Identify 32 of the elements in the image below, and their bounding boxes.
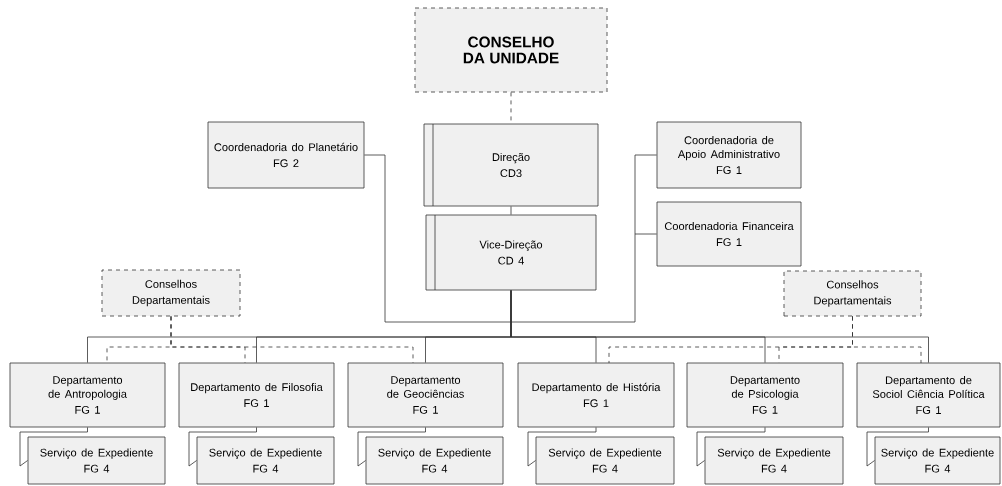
unit-box: Departamento de Filosofia FG 1 — [178, 362, 335, 428]
connector-line — [510, 206, 512, 215]
connector-line — [19, 427, 88, 467]
council-box: CONSELHO DA UNIDADE — [414, 7, 608, 93]
council-box: Conselhos Departamentais — [783, 270, 922, 317]
dashed-connector — [852, 316, 922, 364]
connector-line — [527, 427, 597, 467]
unit-box: Serviço de Expediente FG 4 — [196, 436, 335, 485]
unit-box: Departamento de Geociências FG 1 — [347, 362, 504, 428]
unit-box: Coordenadoria Financeira FG 1 — [656, 201, 802, 267]
council-box: Conselhos Departamentais — [101, 269, 241, 317]
unit-box: Serviço de Expediente FG 4 — [365, 436, 504, 485]
connector-line — [357, 427, 426, 467]
connector-line — [188, 427, 257, 467]
dashed-connector — [510, 92, 512, 124]
unit-box: Departamento de Psicologia FG 1 — [686, 362, 844, 428]
unit-box: Coordenadoria de Apoio Administrativo FG 1 — [656, 121, 802, 189]
connector-line — [696, 427, 766, 467]
direction-box: Direção CD3 — [423, 123, 599, 207]
connector-line — [364, 154, 657, 323]
unit-box: Serviço de Expediente FG 4 — [27, 436, 166, 485]
dashed-connector — [170, 316, 414, 364]
unit-box: Departamento de Antropologia FG 1 — [9, 362, 166, 428]
unit-box: Serviço de Expediente FG 4 — [535, 436, 675, 485]
unit-box: Serviço de Expediente FG 4 — [704, 436, 844, 485]
unit-box: Coordenadoria do Planetário FG 2 — [207, 121, 365, 189]
connector-line — [866, 427, 929, 467]
connector-line — [510, 290, 929, 363]
unit-box: Departamento de Sociol Ciência Política FG 1 — [856, 362, 1001, 428]
direction-box: Vice-Direção CD 4 — [425, 214, 597, 291]
unit-box: Serviço de Expediente FG 4 — [874, 436, 1001, 485]
unit-box: Departamento de História FG 1 — [517, 362, 675, 428]
